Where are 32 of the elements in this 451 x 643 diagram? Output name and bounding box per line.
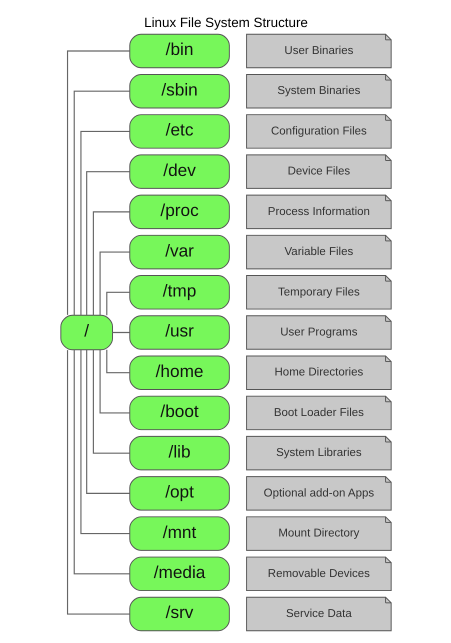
node-box: /dev (128, 154, 230, 189)
node-box: /bin (128, 34, 230, 68)
connector (73, 90, 130, 316)
node-box: /usr (128, 315, 230, 350)
connector (80, 130, 130, 316)
connector (99, 350, 130, 414)
node-box: / (60, 314, 113, 350)
connector (80, 350, 130, 534)
connector (99, 252, 130, 316)
connector (66, 350, 129, 615)
connector (92, 211, 130, 316)
node-box: /media (128, 556, 230, 592)
connector (106, 292, 129, 316)
node-box: /lib (128, 436, 230, 470)
node-box: /var (128, 234, 230, 270)
diagram-title: Linux File System Structure (144, 14, 308, 30)
connector (66, 50, 129, 315)
connector (92, 350, 130, 454)
node-box: /mnt (128, 516, 230, 551)
connector (86, 171, 130, 315)
node-box: /tmp (128, 275, 230, 310)
node-box: /srv (128, 596, 230, 632)
connector (112, 332, 130, 334)
connector (86, 350, 130, 494)
node-box: /home (128, 356, 230, 390)
node-box: /sbin (128, 74, 230, 108)
node-box: /proc (128, 194, 230, 230)
connector (73, 350, 130, 574)
node-box: /etc (128, 114, 230, 149)
node-box: /opt (128, 476, 230, 511)
node-box: /boot (128, 396, 230, 430)
connector (106, 350, 129, 374)
